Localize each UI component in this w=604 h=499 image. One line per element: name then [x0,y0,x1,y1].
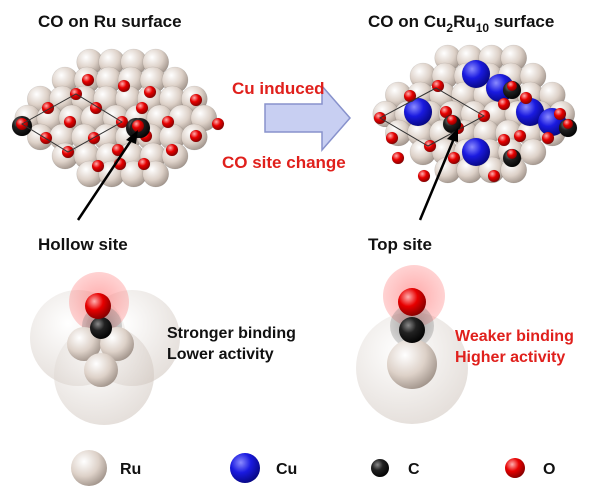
top-site-pointer-head [447,128,458,142]
o-atom [161,115,175,129]
legend-cu-label: Cu [276,461,297,478]
cuRu-surface-cluster [372,44,578,184]
o-atom [39,131,53,145]
ru-unit-cell-outline [21,93,123,153]
o-atom [423,139,437,153]
o-atom [189,129,203,143]
legend-o-icon [505,458,525,478]
ru-atom [519,138,547,166]
left-binding-line1: Stronger binding [167,325,296,342]
top-site-label: Top site [368,235,432,254]
legend-ru-label: Ru [120,461,141,478]
o-atom [135,101,149,115]
hollow-site-pointer [76,135,136,221]
legend-cu-icon [230,453,260,483]
o-atom [506,80,518,92]
cu-atom [403,97,433,127]
ru-surface-cluster [11,48,225,188]
hollow-site-pointer-head [126,130,138,144]
o-atom [85,293,111,319]
o-atom [391,151,405,165]
hollow-site-label: Hollow site [38,235,128,254]
o-atom [519,91,533,105]
right-binding-line2: Higher activity [455,349,565,366]
arrow-top-label: Cu induced [232,79,325,98]
o-atom [137,157,151,171]
ru-atom [84,353,118,387]
o-atom [385,131,399,145]
o-atom [91,159,105,173]
legend-o-label: O [543,461,555,478]
o-atom [506,148,518,160]
o-atom [497,97,511,111]
o-atom [63,115,77,129]
right-title-part-2: Ru [453,12,476,31]
o-atom [562,118,574,130]
c-atom [399,317,425,343]
o-atom [143,85,157,99]
left-title: CO on Ru surface [38,12,182,31]
cu-atom [461,59,491,89]
o-atom [81,73,95,87]
o-atom [541,131,555,145]
legend-c-icon [371,459,389,477]
right-binding-line1: Weaker binding [455,328,574,345]
arrow-bottom-label: CO site change [222,153,346,172]
c-atom [90,317,112,339]
right-title-part-3: surface [489,12,554,31]
left-binding-line2: Lower activity [167,346,274,363]
o-atom [431,79,445,93]
cuRu-unit-cell-outline [378,87,486,147]
o-atom [513,129,527,143]
o-atom [165,143,179,157]
o-atom [211,117,225,131]
o-atom [398,288,426,316]
hollow-site-binding-model [30,272,180,425]
right-title-sub-1: 2 [446,21,453,35]
o-atom [189,93,203,107]
o-atom [131,119,145,133]
o-atom [487,169,501,183]
right-title-part-1: CO on Cu [368,12,446,31]
o-atom [417,169,431,183]
o-atom [447,151,461,165]
top-site-pointer [418,135,457,221]
ru-atom [387,339,437,389]
o-atom [117,79,131,93]
site-change-arrow [264,84,351,152]
right-title-sub-2: 10 [476,21,490,35]
o-atom [89,101,103,115]
top-site-binding-model [356,265,468,424]
ru-atom [142,160,169,188]
legend: Ru Cu C O [71,450,555,486]
o-atom [497,133,511,147]
ru-atom [67,327,101,361]
right-title: CO on Cu2Ru10 surface [368,12,554,35]
legend-ru-icon [71,450,107,486]
legend-c-label: C [408,461,420,478]
cu-atom [461,137,491,167]
o-atom [446,114,458,126]
o-atom [553,107,567,121]
